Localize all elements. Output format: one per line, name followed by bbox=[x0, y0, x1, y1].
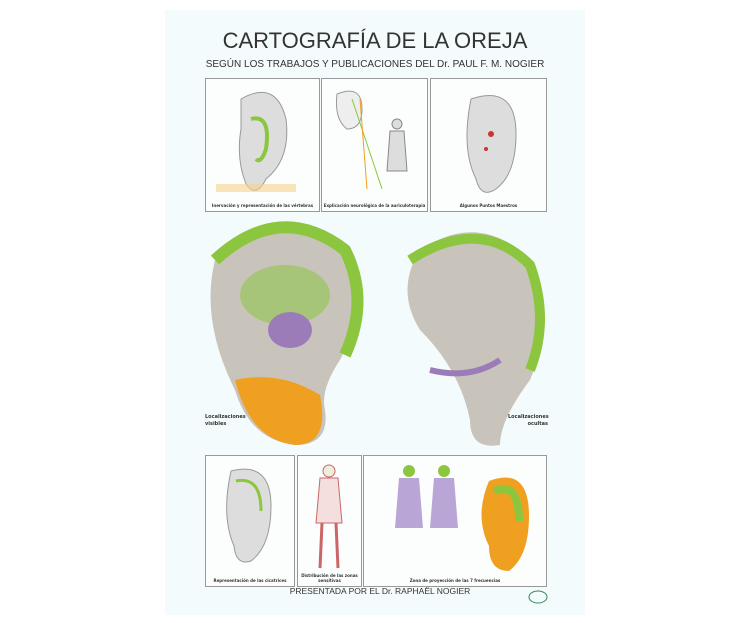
caption: Distribución de las zonas sensitivas bbox=[301, 573, 358, 583]
footer-presenter: PRESENTADA POR EL Dr. RAPHAËL NOGIER bbox=[289, 586, 471, 596]
poster-title: CARTOGRAFÍA DE LA OREJA bbox=[222, 28, 528, 53]
caption: Inervación y representación de las vérte… bbox=[211, 203, 314, 208]
ear-vertebrae-illustration bbox=[216, 91, 296, 192]
master-points-illustration bbox=[466, 95, 517, 193]
neurology-illustration bbox=[336, 90, 408, 190]
panel-scars: Representación de las cicatrices bbox=[205, 455, 295, 587]
panel-master-points: Algunos Puntos Maestros bbox=[430, 78, 547, 212]
caption: Zona de proyección de las 7 frecuencias bbox=[409, 578, 501, 583]
panel-vertebrae: Inervación y representación de las vérte… bbox=[205, 78, 320, 212]
body-zones-illustration bbox=[315, 464, 343, 569]
caption: Explicación neurológica de la auriculote… bbox=[323, 203, 426, 208]
label-hidden-locations: Localizaciones ocultas bbox=[508, 414, 549, 427]
panel-neurology: Explicación neurológica de la auriculote… bbox=[321, 78, 428, 212]
poster-subtitle: SEGÚN LOS TRABAJOS Y PUBLICACIONES DEL D… bbox=[205, 59, 545, 70]
label-visible-locations: Localizaciones visibles bbox=[205, 414, 246, 427]
panel-seven-frequencies: Zona de proyección de las 7 frecuencias bbox=[363, 455, 547, 587]
frequencies-illustration bbox=[395, 465, 529, 571]
panel-sensitive-zones: Distribución de las zonas sensitivas bbox=[297, 455, 362, 587]
caption: Algunos Puntos Maestros bbox=[459, 203, 518, 208]
scars-illustration bbox=[226, 468, 272, 563]
caption: Representación de las cicatrices bbox=[213, 578, 287, 583]
